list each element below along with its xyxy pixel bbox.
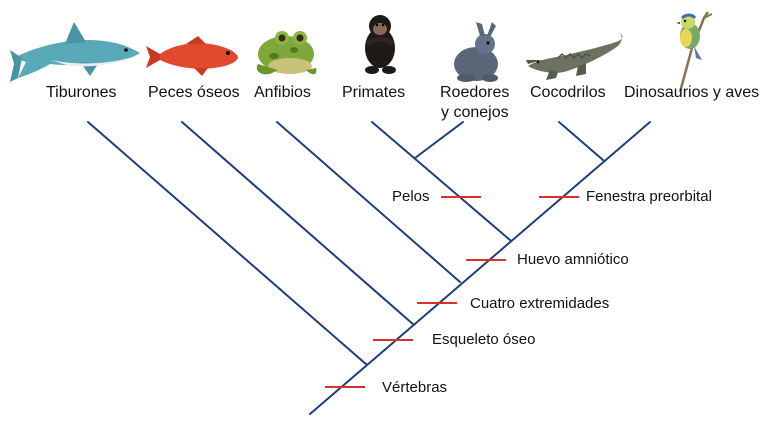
trait-label-fenestra: Fenestra preorbital <box>586 188 712 205</box>
trait-label-pelos: Pelos <box>392 188 430 205</box>
shark-icon <box>10 22 140 82</box>
trait-label-huevo: Huevo amniótico <box>517 251 629 268</box>
frog-icon <box>256 31 317 75</box>
fish-icon <box>146 36 238 76</box>
trait-label-vertebras: Vértebras <box>382 379 448 396</box>
rabbit-icon <box>454 22 498 82</box>
bird-icon <box>676 11 713 93</box>
taxon-label-roedores: Roedores <box>440 84 510 101</box>
branch-cocodrilos <box>558 121 604 161</box>
taxon-label-cocodrilos: Cocodrilos <box>530 84 606 101</box>
branch-roedores <box>414 121 464 159</box>
taxon-label-dinosaurios: Dinosaurios y aves <box>624 84 760 101</box>
taxon-label-anfibios: Anfibios <box>254 84 311 101</box>
branch-mammals <box>371 121 511 241</box>
taxon-label-tiburones: Tiburones <box>46 84 117 101</box>
taxon-label-primates: Primates <box>342 84 406 101</box>
branch-tiburones <box>87 121 368 366</box>
branch-anfibios <box>276 121 461 283</box>
trait-label-esqueleto: Esqueleto óseo <box>432 331 536 348</box>
taxon-label-roedores-line2: y conejos <box>441 104 509 121</box>
chimpanzee-icon <box>365 15 396 74</box>
taxon-label-peces: Peces óseos <box>148 84 240 101</box>
tree-branches <box>87 121 651 415</box>
crocodile-icon <box>526 32 623 80</box>
branch-peces <box>181 121 415 326</box>
trait-marks <box>325 196 579 388</box>
trait-label-extremidades: Cuatro extremidades <box>470 295 610 312</box>
